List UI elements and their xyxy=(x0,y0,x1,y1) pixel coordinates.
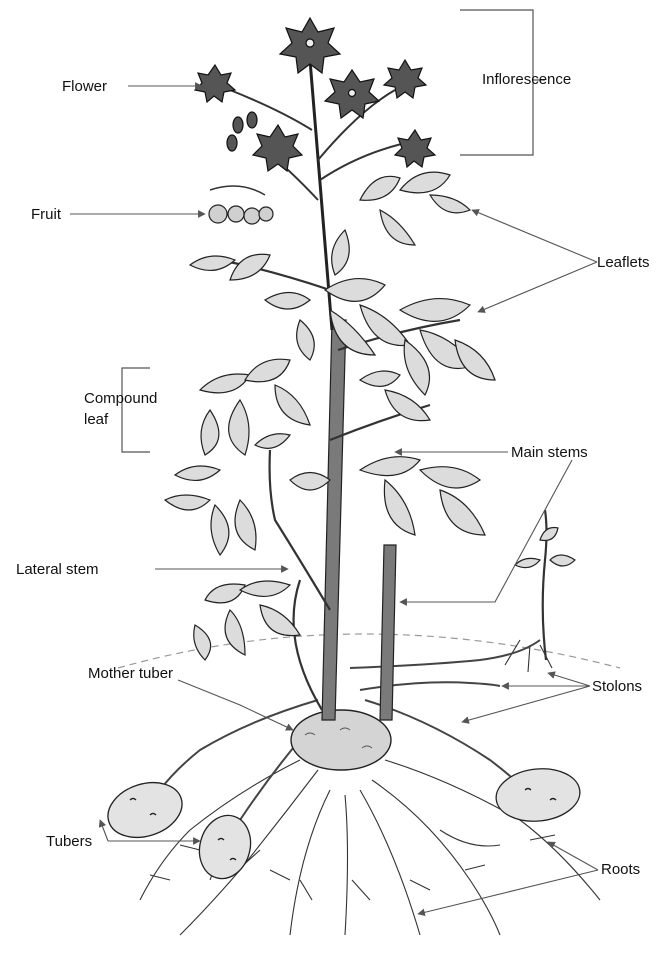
label-lateral-stem: Lateral stem xyxy=(16,560,99,579)
label-inflorescence: Inflorescence xyxy=(482,70,571,89)
label-fruit: Fruit xyxy=(31,205,61,224)
label-tubers: Tubers xyxy=(46,832,92,851)
tuber-left xyxy=(101,774,189,847)
compound-leaf-bracket xyxy=(122,368,150,452)
fruits xyxy=(209,186,273,224)
label-compound-leaf-line1: Compound xyxy=(84,389,157,408)
mother-tuber xyxy=(291,710,391,770)
flowers xyxy=(195,18,435,171)
label-main-stems: Main stems xyxy=(511,443,588,462)
main-stems xyxy=(230,60,420,720)
label-roots: Roots xyxy=(601,860,640,879)
leaves xyxy=(165,172,575,660)
label-stolons: Stolons xyxy=(592,677,642,696)
tubers xyxy=(101,765,583,885)
label-leaflets: Leaflets xyxy=(597,253,650,272)
label-mother-tuber: Mother tuber xyxy=(88,664,173,683)
label-compound-leaf-line2: leaf xyxy=(84,410,108,429)
label-flower: Flower xyxy=(62,77,107,96)
